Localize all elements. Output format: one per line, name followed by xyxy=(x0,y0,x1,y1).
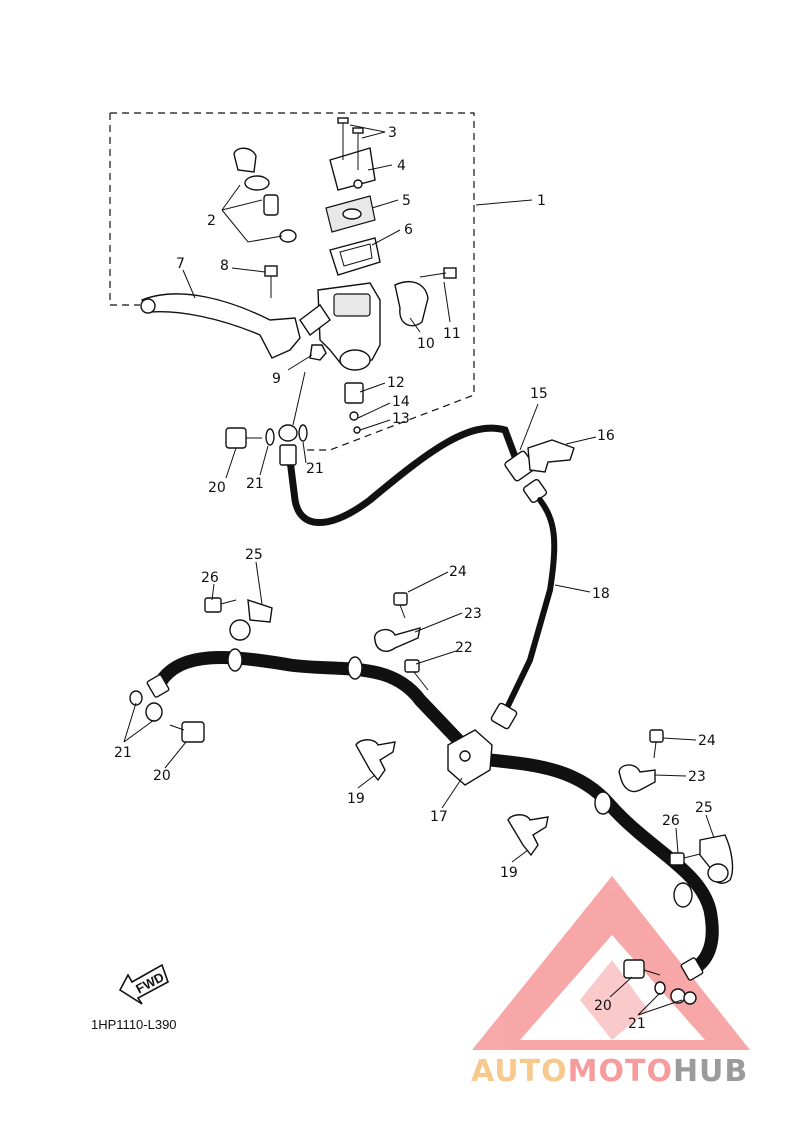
brake-lever xyxy=(140,293,301,359)
upper-brake-hose xyxy=(286,424,524,526)
right-hose-end xyxy=(623,957,704,1005)
diaphragm-plate xyxy=(325,195,376,233)
upper-banjo-fitting xyxy=(278,424,298,466)
upper-copper-washers xyxy=(265,424,308,446)
callout-10: 10 xyxy=(417,336,435,352)
callout-19b: 19 xyxy=(500,865,518,881)
callout-24b: 24 xyxy=(698,733,716,749)
reservoir-cap xyxy=(329,147,376,191)
callout-21a: 21 xyxy=(246,476,264,492)
callout-21c: 21 xyxy=(114,745,132,761)
callout-6: 6 xyxy=(404,222,413,238)
hose-bracket xyxy=(527,439,575,473)
lower-brake-hoses xyxy=(153,651,719,977)
callout-1: 1 xyxy=(537,193,546,209)
callout-8: 8 xyxy=(220,258,229,274)
callout-26a: 26 xyxy=(201,570,219,586)
three-way-joint xyxy=(447,729,493,786)
upper-union-bolt xyxy=(225,427,262,449)
callout-13: 13 xyxy=(392,411,410,427)
callout-16: 16 xyxy=(597,428,615,444)
hose-clips xyxy=(355,739,549,857)
callout-2: 2 xyxy=(207,213,216,229)
callout-15: 15 xyxy=(530,386,548,402)
callout-23b: 23 xyxy=(688,769,706,785)
lever-nut xyxy=(309,344,327,361)
callout-26b: 26 xyxy=(662,813,680,829)
callout-5: 5 xyxy=(402,193,411,209)
watermark-hub: HUB xyxy=(673,1054,748,1089)
callout-21d: 21 xyxy=(628,1016,646,1032)
callout-25b: 25 xyxy=(695,800,713,816)
callout-18: 18 xyxy=(592,586,610,602)
piston-kit xyxy=(233,147,297,243)
callout-17: 17 xyxy=(430,809,448,825)
right-hose-holder xyxy=(669,834,734,884)
upper-clamp xyxy=(374,592,421,652)
callout-23a: 23 xyxy=(464,606,482,622)
callout-25a: 25 xyxy=(245,547,263,563)
right-clamp xyxy=(618,729,664,793)
callout-20c: 20 xyxy=(594,998,612,1014)
holder-clamp xyxy=(394,281,429,327)
watermark-logo-icon xyxy=(472,876,750,1050)
callout-20a: 20 xyxy=(208,480,226,496)
watermark-text: AUTOMOTOHUB xyxy=(471,1054,748,1089)
cap-screws xyxy=(337,117,364,170)
diagram-code: 1HP1110-L390 xyxy=(91,1017,177,1032)
assembly-boundary xyxy=(109,112,475,451)
callout-9: 9 xyxy=(272,371,281,387)
callout-7: 7 xyxy=(176,256,185,272)
callout-3: 3 xyxy=(388,125,397,141)
callout-19a: 19 xyxy=(347,791,365,807)
hose-joint xyxy=(504,450,548,504)
callout-12: 12 xyxy=(387,375,405,391)
callout-24a: 24 xyxy=(449,564,467,580)
brake-pipe xyxy=(490,497,558,730)
diaphragm xyxy=(329,237,381,276)
left-hose-holder xyxy=(204,597,273,641)
watermark-moto: MOTO xyxy=(568,1054,673,1089)
joint-bolt xyxy=(404,659,429,691)
callout-21b: 21 xyxy=(306,461,324,477)
watermark-auto: AUTO xyxy=(471,1054,568,1089)
hose-grommets xyxy=(227,648,693,908)
master-cylinder-body xyxy=(299,282,381,371)
holder-bolt xyxy=(419,267,457,279)
forward-direction-arrow-icon: FWD xyxy=(118,963,169,1005)
svg-text:AUTOMOTOHUB: AUTOMOTOHUB xyxy=(471,1054,748,1089)
callout-4: 4 xyxy=(397,158,406,174)
left-hose-end xyxy=(129,674,205,743)
callout-11: 11 xyxy=(443,326,461,342)
callout-20b: 20 xyxy=(153,768,171,784)
callout-14: 14 xyxy=(392,394,410,410)
pivot-bolt xyxy=(264,265,278,298)
brake-switch xyxy=(344,382,364,434)
callout-labels: 1 2 3 4 5 6 7 8 9 10 11 12 13 14 15 16 1… xyxy=(114,125,716,1032)
leader-lines xyxy=(123,124,715,1016)
callout-22: 22 xyxy=(455,640,473,656)
